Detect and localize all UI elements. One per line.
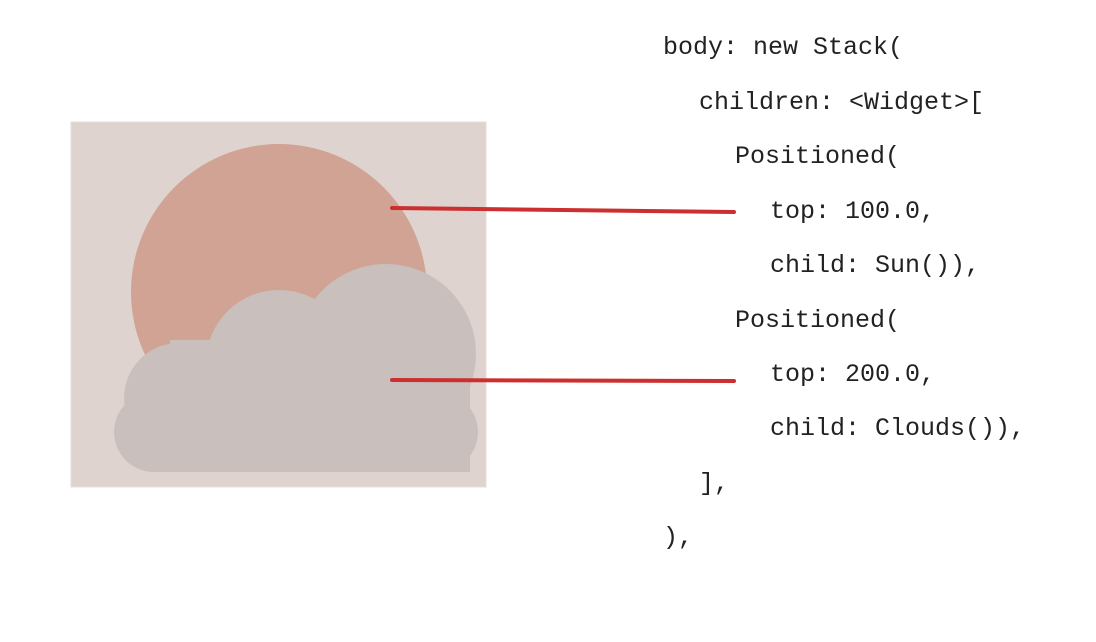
code-line-stack: body: new Stack( <box>663 33 904 62</box>
code-line-positioned-clouds: Positioned( <box>735 306 901 335</box>
code-line-top-sun: top: 100.0, <box>770 197 936 226</box>
code-line-top-clouds: top: 200.0, <box>770 360 936 389</box>
cloud-pointer-line <box>390 378 736 383</box>
code-line-children: children: <Widget>[ <box>699 88 985 117</box>
code-line-stack-close: ), <box>663 523 694 552</box>
code-line-child-sun: child: Sun()), <box>770 251 981 280</box>
cloud-icon <box>114 264 478 472</box>
code-line-children-close: ], <box>699 469 730 498</box>
code-line-positioned-sun: Positioned( <box>735 142 901 171</box>
sun-pointer-line <box>390 206 736 214</box>
code-line-child-clouds: child: Clouds()), <box>770 414 1026 443</box>
